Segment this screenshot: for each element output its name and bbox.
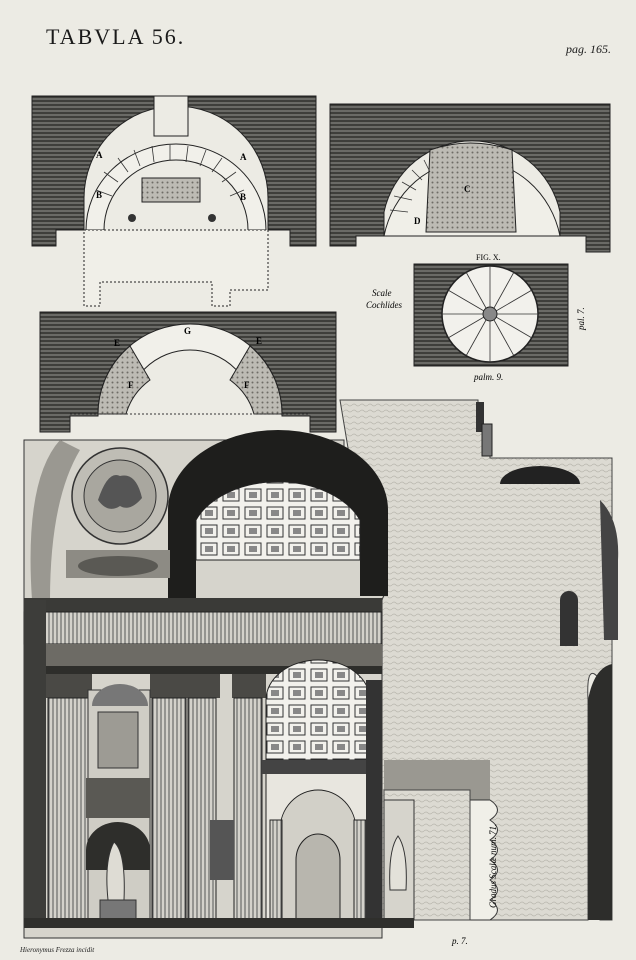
label-g: G [184, 326, 191, 336]
label-a-right: A [240, 152, 247, 162]
label-e-left: E [114, 338, 120, 348]
engraver-credit: Hieronymus Frezza incidit [20, 946, 95, 954]
plan-top-right: C D [329, 103, 611, 253]
label-a-left: A [96, 150, 103, 160]
fig-x-spiral-stair: FIG. X. Scale Cochlides pal. 7. palm. 9. [366, 253, 586, 382]
stair-scale-label: Gradus Scalæ num. 71. [488, 824, 498, 908]
scale-label-line2: Cochlides [366, 300, 402, 310]
label-c: C [464, 184, 471, 194]
label-b-left: B [96, 190, 102, 200]
plan-middle-left: G E E F F [39, 311, 337, 433]
page-reference: pag. 165. [566, 42, 611, 56]
plan-top-left: A A B B [31, 95, 317, 307]
fig-x-bottom-label: palm. 9. [473, 372, 503, 382]
fig-x-side-label: pal. 7. [576, 307, 586, 331]
plate-title: TABVLA 56. [46, 24, 186, 49]
foot-label: p. 7. [451, 936, 468, 946]
scale-label-line1: Scale [372, 288, 392, 298]
label-d: D [414, 216, 421, 226]
label-e-right: E [256, 336, 262, 346]
label-f-right: F [244, 380, 250, 390]
label-b-right: B [240, 192, 246, 202]
interior-elevation: p. 7. [23, 430, 468, 946]
label-f-left: F [128, 380, 134, 390]
fig-x-caption: FIG. X. [476, 253, 501, 262]
